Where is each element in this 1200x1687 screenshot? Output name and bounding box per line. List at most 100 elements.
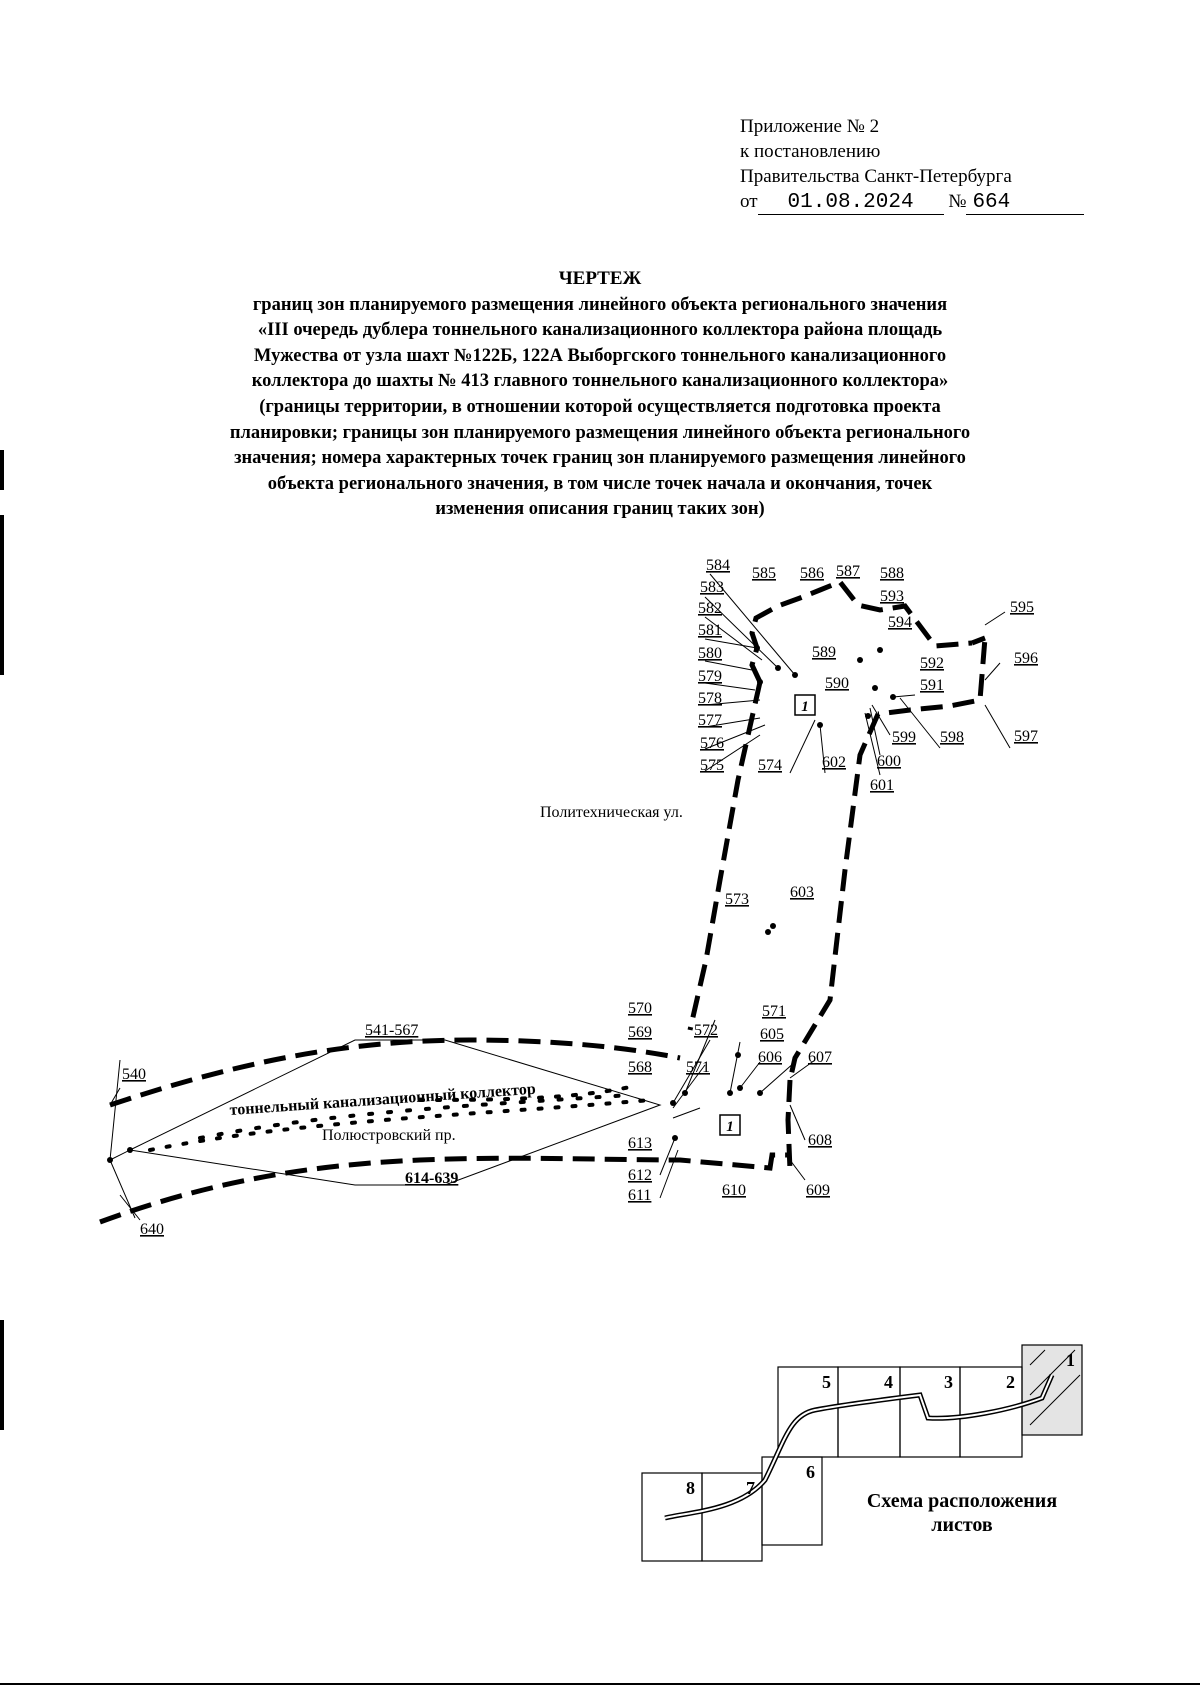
sheet-number: 1 [1066,1350,1075,1370]
point-label: 577 [698,712,722,729]
point-label: 580 [698,645,722,662]
point-label: 575 [700,757,724,774]
leader-line [871,704,891,736]
appendix-number: Приложение № 2 [740,116,880,137]
leader-line [659,1137,676,1176]
point-label: 540 [122,1066,146,1083]
point-label: 603 [790,884,814,901]
leader-line [769,1154,773,1171]
point-label: 571 [686,1059,710,1076]
leader-line [659,1149,679,1199]
street-label: Политехническая ул. [540,804,683,821]
point-label: 610 [722,1182,746,1199]
point-label: 582 [698,600,722,617]
point-label: 573 [725,891,749,908]
leader-line [899,697,941,749]
sheet-scheme-title: Схема расположения [867,1490,1057,1512]
title-line: (границы территории, в отношении которой… [259,396,941,417]
avenue-label: Полюстровский пр. [322,1127,456,1144]
point-marker [877,647,883,653]
point-label: 602 [822,754,846,771]
leader-line [864,712,881,776]
sheet-numbers: 1 2 3 4 5 6 7 8 [686,1350,1075,1498]
leader-line [672,1039,711,1104]
title-line: объекта регионального значения, в том чи… [267,473,933,494]
collector-dot-row [418,1083,642,1102]
point-label: 576 [700,735,724,752]
leader-line [709,573,796,676]
point-label: 598 [940,729,964,746]
point-label: 596 [1014,650,1038,667]
decree-number: 664 [966,192,1085,215]
point-label: 614-639 [405,1170,458,1187]
title-line: Мужества от узла шахт №122Б, 122А Выборг… [253,345,947,366]
point-label: 605 [760,1026,784,1043]
collector-dot-row [198,1093,632,1140]
leader-line [984,704,1011,749]
sheet-number: 8 [686,1478,695,1498]
leader-line [672,1107,701,1119]
point-marker [857,657,863,663]
appendix-government: Правительства Санкт-Петербурга [740,166,1012,187]
leader-lines [109,573,1011,1221]
sheet-scheme: 1 2 3 4 5 6 7 8 Схема расположения листо… [641,1344,1083,1562]
point-label: 572 [694,1022,718,1039]
boundary-segment [99,1152,790,1225]
point-label: 597 [1014,728,1038,745]
appendix-decree-ref: к постановлению [740,141,881,162]
point-marker [765,929,771,935]
leader-line [789,719,816,774]
point-label: 586 [800,565,824,582]
leader-line [704,682,756,691]
leader-line [704,724,766,750]
point-label: 607 [808,1049,832,1066]
scan-edge-mark [0,450,4,490]
leader-line [984,662,1001,681]
point-label: 599 [892,729,916,746]
leader-line [819,724,826,774]
point-label: 570 [628,1000,652,1017]
hatch-line [1029,1349,1046,1366]
point-label: 612 [628,1167,652,1184]
point-label: 600 [877,753,901,770]
leader-line [704,717,761,728]
point-label: 608 [808,1132,832,1149]
point-label: 609 [806,1182,830,1199]
leader-line [984,611,1006,626]
zone-number: 1 [726,1119,734,1135]
sheet-1-frame [1021,1344,1083,1436]
sheet-number: 4 [884,1372,893,1392]
thin-outline-segment [109,1059,136,1219]
leader-line [109,1087,121,1106]
sheet-grid [641,1344,1083,1562]
sheet-1-hatch [1029,1349,1081,1426]
point-label: 591 [920,677,944,694]
point-label: 583 [700,579,724,596]
point-label: 568 [628,1059,652,1076]
zone-number: 1 [801,699,809,715]
point-label: 587 [836,563,860,580]
point-label: 571 [762,1003,786,1020]
point-label: 606 [758,1049,782,1066]
scan-edge-mark [0,1320,4,1430]
route-line-inner [664,1374,1053,1519]
point-marker [107,1157,113,1163]
title-heading: ЧЕРТЕЖ [558,268,642,289]
date-prefix: от [740,191,758,212]
point-marker [757,679,763,685]
point-label: 601 [870,777,894,794]
sheet-number: 6 [806,1462,815,1482]
point-label: 581 [698,622,722,639]
title-line: изменения описания границ таких зон) [435,499,765,520]
point-label: 588 [880,565,904,582]
sheet-8-frame [641,1472,703,1562]
leader-line [704,616,763,661]
point-marker [735,1052,741,1058]
point-label: 584 [706,557,730,574]
leader-line [789,1159,806,1181]
drawing-title: ЧЕРТЕЖ границ зон планируемого размещени… [120,266,1080,523]
point-label: 640 [140,1221,164,1238]
point-label: 574 [758,757,782,774]
leader-line [789,1059,816,1079]
